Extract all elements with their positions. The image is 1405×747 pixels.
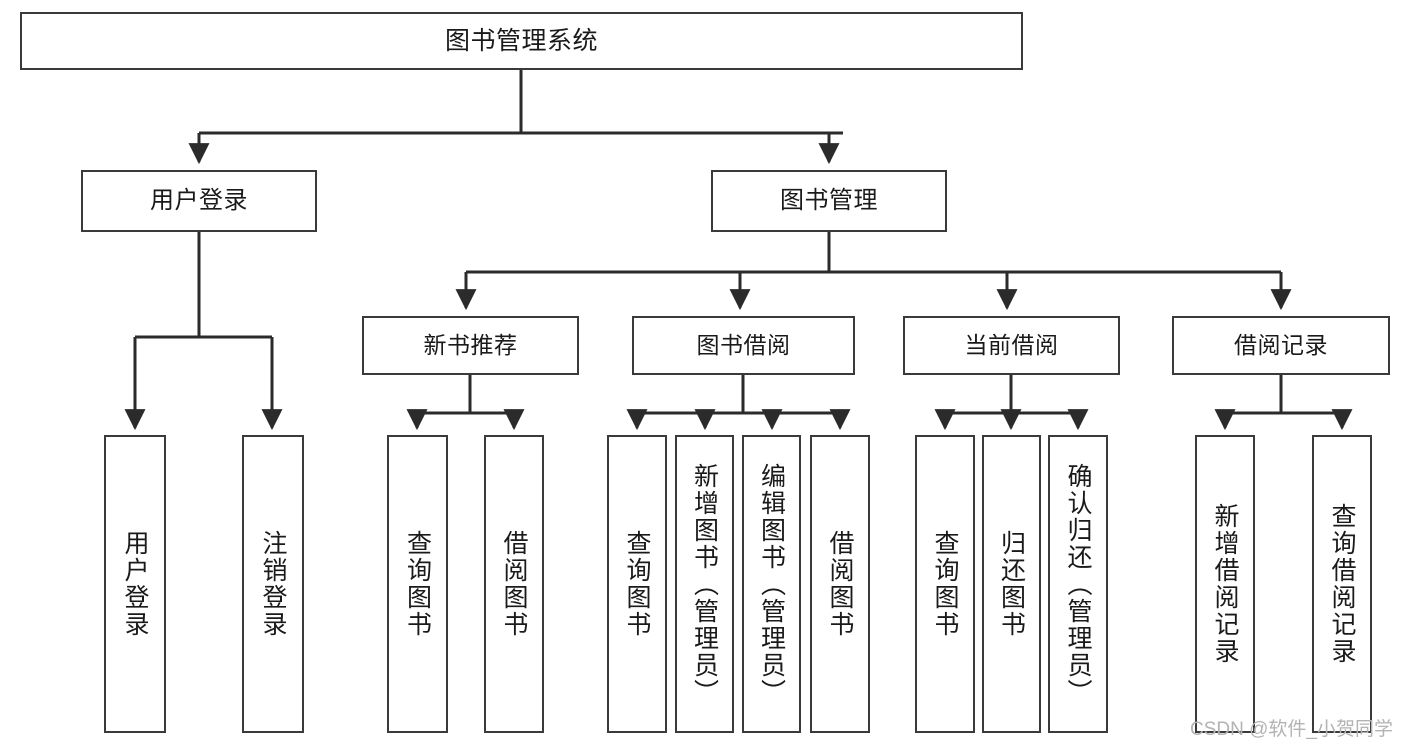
csdn-watermark: CSDN @软件_小贺同学 xyxy=(1190,719,1393,740)
node-label: 确认归还（管理员） xyxy=(1064,462,1092,706)
leaf-record-add-record[interactable]: 新增借阅记录 xyxy=(1195,435,1255,733)
node-label: 图书管理 xyxy=(780,187,878,214)
leaf-recommend-borrow-book[interactable]: 借阅图书 xyxy=(484,435,544,733)
node-label: 借阅记录 xyxy=(1234,332,1328,358)
node-label: 借阅图书 xyxy=(500,530,528,638)
node-label: 新书推荐 xyxy=(423,332,518,358)
leaf-record-query-record[interactable]: 查询借阅记录 xyxy=(1312,435,1372,733)
node-label: 新增借阅记录 xyxy=(1211,503,1239,665)
node-new-book-recommend[interactable]: 新书推荐 xyxy=(362,316,579,375)
node-current-borrow[interactable]: 当前借阅 xyxy=(903,316,1120,375)
node-label: 查询图书 xyxy=(403,530,432,638)
node-borrow-record[interactable]: 借阅记录 xyxy=(1172,316,1390,375)
node-label: 用户登录 xyxy=(150,187,248,214)
node-root-system[interactable]: 图书管理系统 xyxy=(20,12,1023,70)
node-label: 图书借阅 xyxy=(696,332,791,358)
node-label: 图书管理系统 xyxy=(444,26,598,55)
leaf-borrow-edit-book-admin[interactable]: 编辑图书（管理员） xyxy=(742,435,801,733)
node-label: 当前借阅 xyxy=(964,332,1059,358)
leaf-borrow-query-book[interactable]: 查询图书 xyxy=(607,435,667,733)
leaf-recommend-query-book[interactable]: 查询图书 xyxy=(387,435,448,733)
leaf-current-return-book[interactable]: 归还图书 xyxy=(982,435,1041,733)
leaf-user-login-logout[interactable]: 注销登录 xyxy=(242,435,304,733)
node-label: 查询借阅记录 xyxy=(1328,503,1356,665)
node-label: 注销登录 xyxy=(259,530,287,638)
node-label: 查询图书 xyxy=(623,530,651,638)
node-label: 归还图书 xyxy=(997,530,1026,638)
node-label: 用户登录 xyxy=(121,530,149,638)
leaf-user-login-login[interactable]: 用户登录 xyxy=(104,435,166,733)
node-user-login[interactable]: 用户登录 xyxy=(81,170,317,232)
leaf-borrow-add-book-admin[interactable]: 新增图书（管理员） xyxy=(675,435,734,733)
leaf-current-confirm-return-admin[interactable]: 确认归还（管理员） xyxy=(1048,435,1108,733)
node-book-management[interactable]: 图书管理 xyxy=(711,170,947,232)
node-label: 编辑图书（管理员） xyxy=(757,462,786,706)
node-book-borrow[interactable]: 图书借阅 xyxy=(632,316,855,375)
node-label: 查询图书 xyxy=(931,530,959,638)
leaf-borrow-borrow-book[interactable]: 借阅图书 xyxy=(810,435,870,733)
node-label: 借阅图书 xyxy=(826,530,854,638)
node-label: 新增图书（管理员） xyxy=(690,462,719,706)
leaf-current-query-book[interactable]: 查询图书 xyxy=(915,435,975,733)
